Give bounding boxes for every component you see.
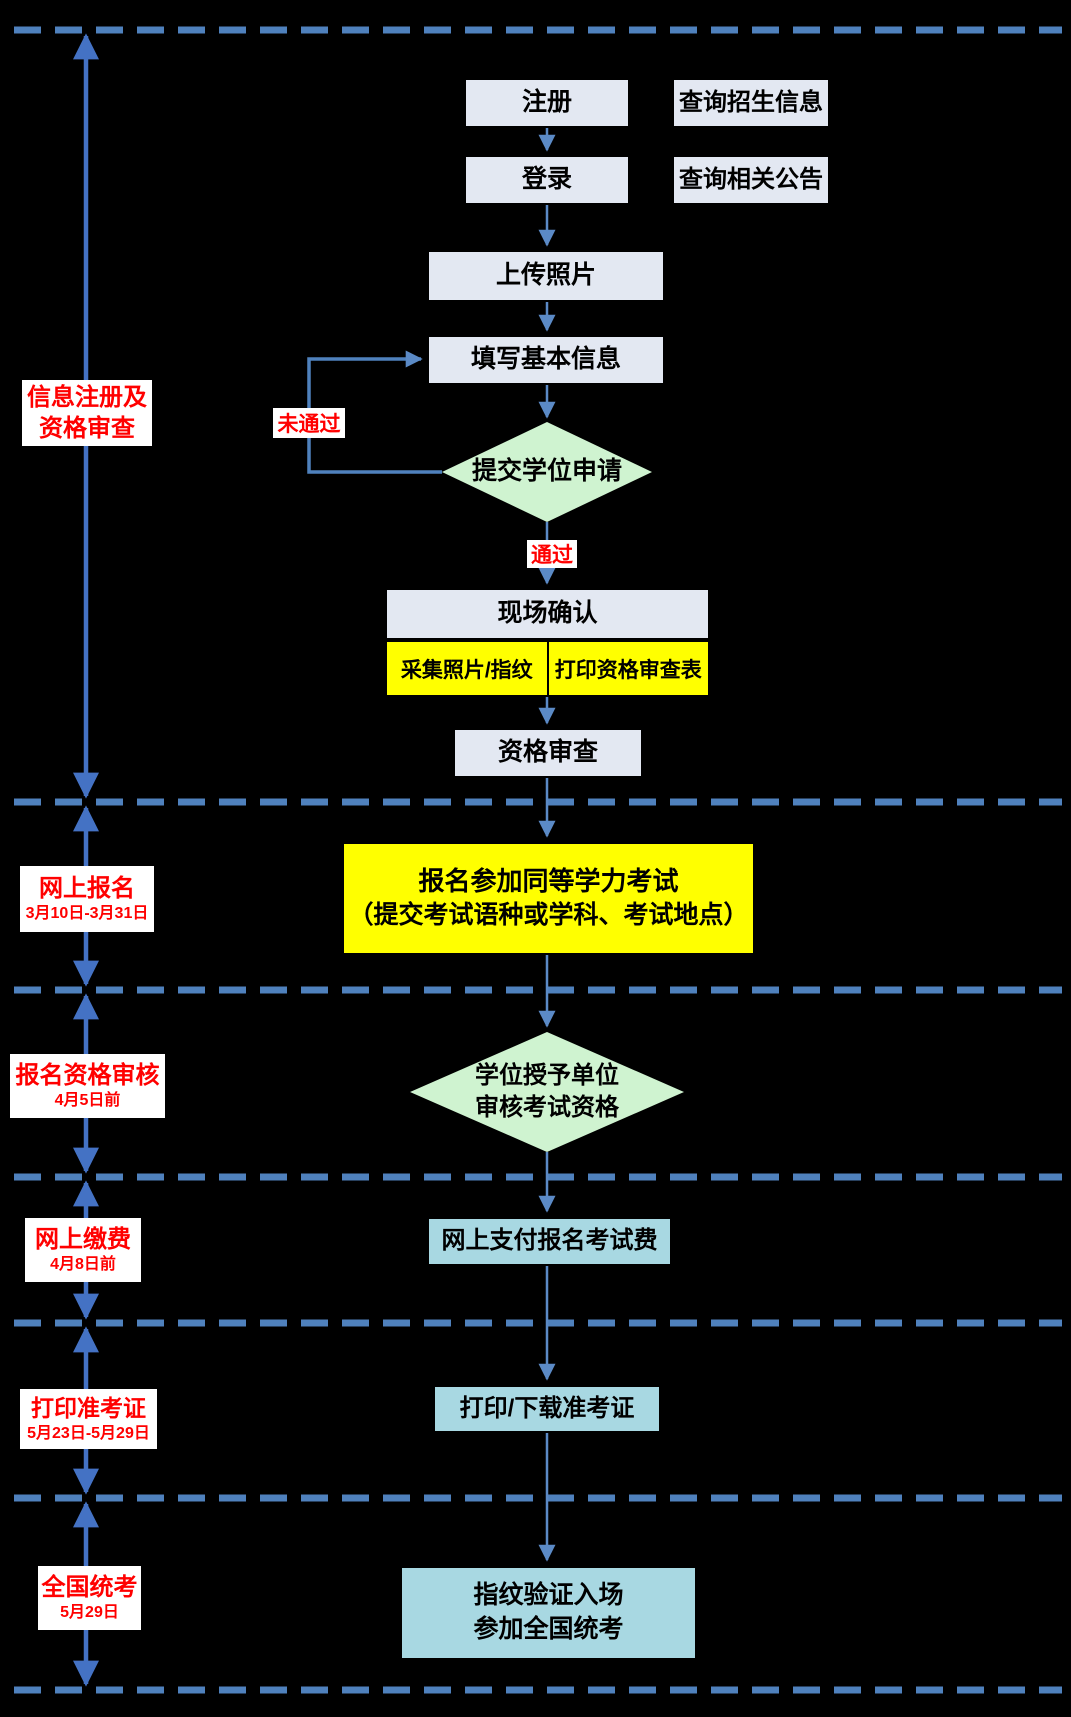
- node-print-admission-ticket: 打印/下载准考证: [433, 1385, 661, 1433]
- section-label-line: 网上报名: [39, 875, 135, 902]
- node-print-qualification-form: 打印资格审查表: [554, 658, 702, 682]
- section-label-national-exam: 全国统考 5月29日: [38, 1566, 141, 1630]
- section-label-line: 资格审查: [39, 415, 135, 442]
- section-label-line: 打印准考证: [31, 1394, 146, 1421]
- section-label-date: 4月5日前: [54, 1092, 121, 1110]
- node-login: 登录: [464, 155, 630, 205]
- node-pay-exam-fee: 网上支付报名考试费: [427, 1217, 672, 1266]
- edge-label-passed: 通过: [527, 540, 577, 568]
- section-label-signup-review: 报名资格审核 4月5日前: [10, 1054, 165, 1118]
- section-label-date: 5月29日: [60, 1604, 119, 1622]
- final-exam-line2: 参加全国统考: [473, 1615, 624, 1643]
- node-register: 注册: [464, 78, 630, 128]
- section-label-print-ticket: 打印准考证 5月23日-5月29日: [20, 1389, 157, 1449]
- node-qualification-review: 资格审查: [453, 728, 643, 778]
- final-exam-line1: 指纹验证入场: [473, 1581, 624, 1610]
- node-degree-unit-review: 学位授予单位 审核考试资格: [410, 1032, 684, 1152]
- degree-unit-review-line2: 审核考试资格: [475, 1094, 619, 1121]
- section-label-date: 5月23日-5月29日: [27, 1424, 150, 1442]
- node-query-announcements: 查询相关公告: [672, 155, 830, 205]
- edge-label-not-passed: 未通过: [273, 408, 345, 438]
- node-query-admission-info: 查询招生信息: [672, 78, 830, 128]
- section-label-date: 4月8日前: [50, 1256, 116, 1274]
- section-label-line: 信息注册及: [27, 383, 147, 411]
- section-label-online-payment: 网上缴费 4月8日前: [25, 1218, 141, 1282]
- node-onsite-substeps: 采集照片/指纹 打印资格审查表: [385, 640, 710, 697]
- node-exam-registration: 报名参加同等学力考试 （提交考试语种或学科、考试地点）: [342, 842, 755, 955]
- node-submit-degree-application: 提交学位申请: [442, 422, 652, 522]
- degree-unit-review-line1: 学位授予单位: [475, 1061, 619, 1089]
- node-collect-photo-fingerprint: 采集照片/指纹: [387, 642, 549, 695]
- node-fill-basic-info: 填写基本信息: [427, 335, 665, 385]
- exam-registration-line1: 报名参加同等学力考试: [418, 866, 679, 897]
- section-label-line: 全国统考: [41, 1574, 138, 1601]
- section-label-line: 网上缴费: [35, 1226, 131, 1253]
- section-label-registration: 信息注册及 资格审查: [22, 380, 152, 446]
- node-onsite-confirmation: 现场确认: [385, 588, 710, 640]
- section-label-date: 3月10日-3月31日: [25, 905, 149, 923]
- node-upload-photo: 上传照片: [427, 250, 665, 302]
- section-label-line: 报名资格审核: [15, 1062, 160, 1089]
- node-final-exam: 指纹验证入场 参加全国统考: [400, 1566, 697, 1660]
- exam-registration-line2: （提交考试语种或学科、考试地点）: [348, 901, 749, 930]
- section-label-online-signup: 网上报名 3月10日-3月31日: [20, 866, 154, 932]
